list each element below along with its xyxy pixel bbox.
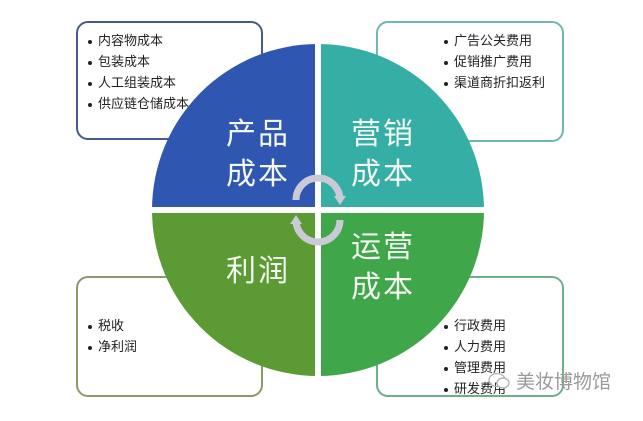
list-item: 供应链仓储成本 <box>86 94 198 115</box>
wechat-icon <box>488 372 510 389</box>
profit-quadrant <box>152 213 315 376</box>
list-item: 人力费用 <box>442 337 562 358</box>
label-line: 营销 <box>351 117 415 152</box>
label-line: 成本 <box>351 157 415 192</box>
list-item: 渠道商折扣返利 <box>442 73 546 94</box>
list-item: 税收 <box>86 316 261 337</box>
cycle-arrows-icon <box>292 174 344 246</box>
list-item: 广告公关费用 <box>442 31 564 52</box>
arrowheads <box>290 196 346 224</box>
label-line: 成本 <box>226 157 290 192</box>
marketing-cost-list: 广告公关费用 促销推广费用 渠道商折扣返利 <box>442 31 562 94</box>
list-item: 促销推广费用 <box>442 52 564 73</box>
profit-quadrant-label: 利润 <box>218 252 298 292</box>
list-item: 内容物成本 <box>86 31 268 52</box>
watermark-text: 美妆博物馆 <box>516 371 612 393</box>
profit-list: 税收 净利润 <box>86 316 261 358</box>
product-quadrant-label: 产品 成本 <box>218 115 298 195</box>
watermark: 美妆博物馆 <box>488 367 611 394</box>
list-item: 净利润 <box>86 337 261 358</box>
list-item: 管理费用 <box>442 358 562 379</box>
list-item: 包装成本 <box>86 52 268 73</box>
label-line: 成本 <box>351 270 415 305</box>
list-item: 行政费用 <box>442 316 562 337</box>
label-line: 运营 <box>351 230 415 265</box>
marketing-quadrant-label: 营销 成本 <box>343 115 423 195</box>
list-item: 人工组装成本 <box>86 73 268 94</box>
label-line: 产品 <box>226 117 290 152</box>
operation-quadrant-label: 运营 成本 <box>343 228 423 308</box>
product-cost-list: 内容物成本 包装成本 人工组装成本 供应链仓储成本 <box>86 31 261 115</box>
label-line: 利润 <box>226 254 290 289</box>
operation-cost-list: 行政费用 人力费用 管理费用 研发费用 <box>442 316 562 400</box>
